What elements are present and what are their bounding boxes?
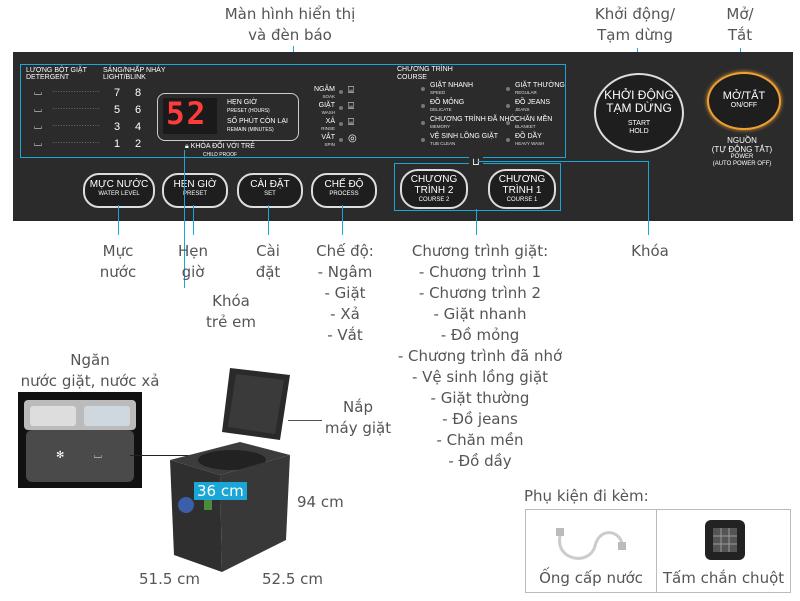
- digit-screen: [163, 98, 217, 134]
- dotted-line: ··················: [52, 138, 100, 147]
- display-indicator-frame: [20, 64, 566, 158]
- display-callout: Màn hình hiển thị và đèn báo: [224, 5, 356, 44]
- cup-icon: ⌴: [34, 87, 42, 98]
- indicator-dot: [506, 121, 510, 125]
- child-lock-indicator: 🔒︎ KHÓA ĐỐI VỚI TRẺ CHILD PROOF: [185, 143, 255, 158]
- indicator-dot: [506, 138, 510, 142]
- indicator-dot: [421, 87, 425, 91]
- start-hold-button[interactable]: KHỞI ĐỘNG TẠM DỪNG START HOLD: [594, 73, 684, 153]
- cup-icon: ⌴: [34, 121, 42, 132]
- cup-icon: ⌴: [34, 104, 42, 115]
- level-right: 6: [135, 104, 142, 116]
- accessories-table: Ống cấp nước Tấm chắn chuột: [525, 509, 791, 593]
- digital-display: [157, 93, 299, 141]
- depth-right-dimension: 52.5 cm: [262, 570, 324, 588]
- svg-text:✻: ✻: [56, 450, 64, 461]
- accessory-label: Tấm chắn chuột: [662, 569, 785, 587]
- display-digits: 52: [166, 96, 208, 132]
- dotted-line: ··················: [52, 87, 100, 96]
- dotted-line: ··················: [52, 121, 100, 130]
- power-callout: Mở/ Tắt: [726, 5, 754, 44]
- width-dimension: 36 cm: [194, 482, 247, 500]
- cup-icon: ⌴: [34, 138, 42, 149]
- accessory-cell: Ống cấp nước: [526, 510, 657, 592]
- level-left: 1: [114, 138, 121, 150]
- indicator-dot: [421, 104, 425, 108]
- lock-icon: ⊔: [469, 157, 483, 168]
- course-2-button[interactable]: CHƯƠNG TRÌNH 2 COURSE 2: [400, 169, 468, 209]
- lock-callout: Khóa: [631, 242, 669, 260]
- spin-icon: ◎: [348, 133, 357, 144]
- washing-machine-image: [170, 368, 290, 572]
- level-left: 5: [114, 104, 121, 116]
- indicator-dot: [339, 106, 343, 110]
- power-button[interactable]: MỞ/TẮT ON/OFF: [707, 72, 781, 130]
- level-left: 7: [114, 87, 121, 99]
- level-right: 8: [135, 87, 142, 99]
- svg-text:⌴: ⌴: [94, 450, 102, 461]
- indicator-dot: [421, 138, 425, 142]
- soak-icon: ⌸: [348, 85, 354, 96]
- lock-icon: 🔒︎: [185, 143, 189, 150]
- rat-guard-image: [705, 520, 745, 560]
- detergent-drawer-image: ✻ ⌴: [18, 392, 142, 488]
- indicator-dot: [506, 87, 510, 91]
- accessory-label: Ống cấp nước: [539, 569, 643, 587]
- dotted-line: ··················: [52, 104, 100, 113]
- indicator-dot: [339, 90, 343, 94]
- accessories-title: Phụ kiện đi kèm:: [524, 487, 649, 505]
- level-right: 4: [135, 121, 142, 133]
- height-dimension: 94 cm: [297, 493, 344, 511]
- indicator-dot: [339, 122, 343, 126]
- level-left: 3: [114, 121, 121, 133]
- water-hose-image: [556, 528, 626, 560]
- start-callout: Khởi động/ Tạm dừng: [594, 5, 676, 44]
- program-callout: Chương trình giặt: - Chương trình 1 - Ch…: [397, 242, 563, 470]
- power-note: NGUỒN (TỰ ĐỘNG TẮT) POWER (AUTO POWER OF…: [711, 136, 773, 167]
- course-1-button[interactable]: CHƯƠNG TRÌNH 1 COURSE 1: [488, 169, 556, 209]
- rinse-icon: ⌸: [348, 117, 354, 128]
- wash-icon: ⌸: [348, 101, 354, 112]
- indicator-dot: [506, 104, 510, 108]
- indicator-dot: [339, 138, 343, 142]
- mode-callout: Chế độ: - Ngâm - Giặt - Xả - Vắt: [316, 242, 374, 344]
- indicator-dot: [421, 121, 425, 125]
- accessory-cell: Tấm chắn chuột: [657, 510, 790, 592]
- level-right: 2: [135, 138, 142, 150]
- depth-left-dimension: 51.5 cm: [139, 570, 201, 588]
